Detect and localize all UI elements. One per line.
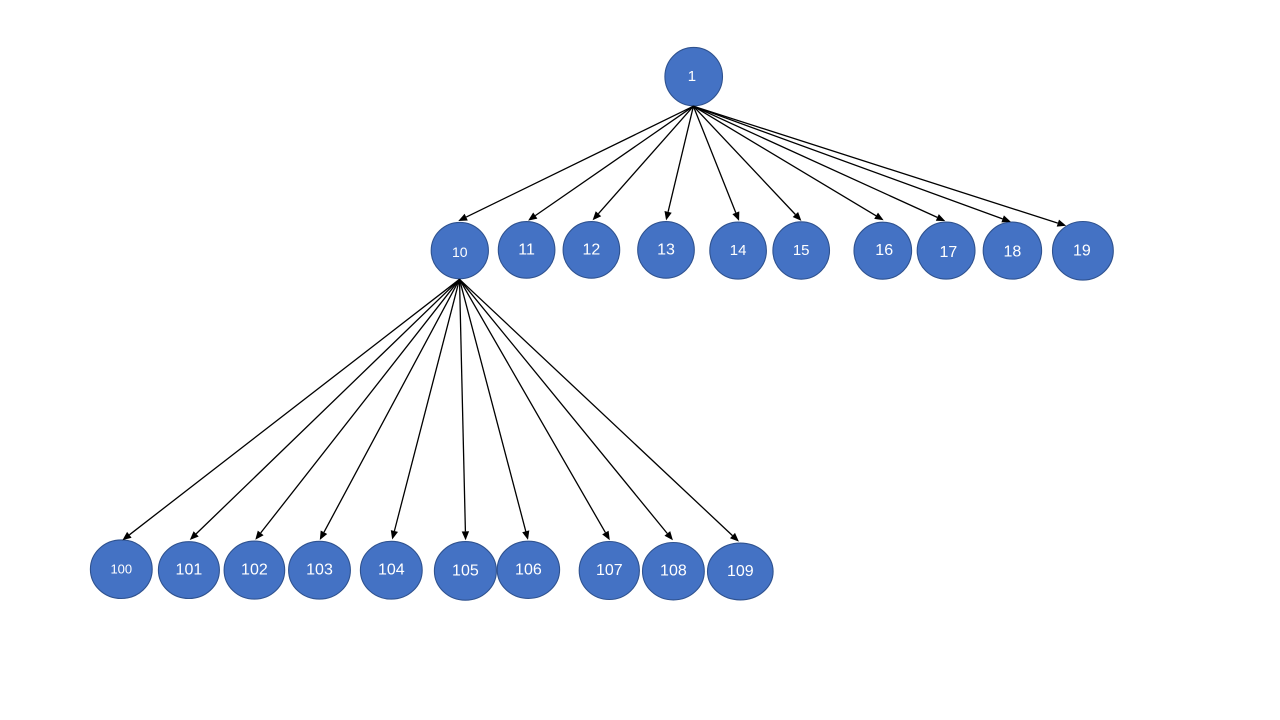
svg-text:100: 100: [110, 562, 132, 577]
svg-text:15: 15: [793, 242, 810, 259]
svg-text:10: 10: [452, 244, 468, 260]
svg-text:11: 11: [518, 241, 535, 258]
svg-text:103: 103: [306, 562, 333, 579]
svg-text:13: 13: [657, 241, 675, 258]
svg-text:109: 109: [727, 563, 754, 580]
svg-text:107: 107: [596, 562, 623, 579]
svg-text:18: 18: [1004, 244, 1022, 261]
svg-text:1: 1: [688, 68, 696, 85]
svg-text:17: 17: [940, 244, 958, 261]
svg-text:16: 16: [875, 242, 893, 259]
svg-text:106: 106: [515, 561, 542, 578]
svg-text:12: 12: [583, 241, 601, 258]
svg-text:19: 19: [1073, 242, 1091, 259]
svg-text:104: 104: [378, 562, 405, 579]
svg-text:108: 108: [660, 563, 687, 580]
svg-text:101: 101: [176, 562, 203, 579]
svg-text:14: 14: [730, 242, 747, 259]
svg-text:102: 102: [241, 562, 268, 579]
svg-text:105: 105: [452, 562, 479, 579]
